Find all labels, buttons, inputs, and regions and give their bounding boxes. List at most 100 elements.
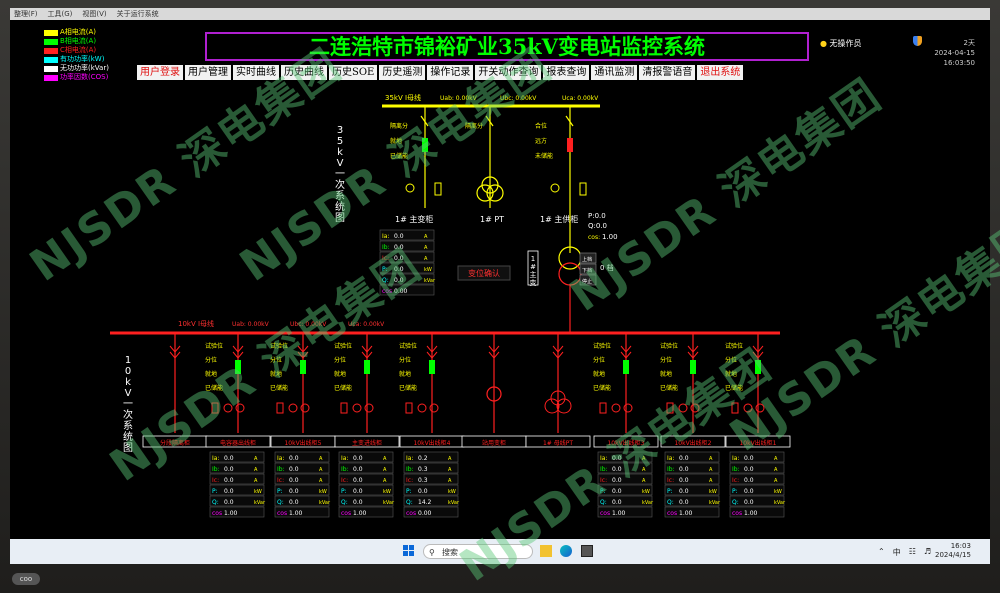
side-label-10kv: 1: [125, 355, 131, 366]
ct-icon: [623, 403, 633, 413]
nav-button-1[interactable]: 用户管理: [185, 65, 231, 80]
app-menubar: 整理(F) 工具(G) 视图(V) 关于运行系统: [10, 8, 990, 20]
meter-10kv-label: Ia:: [667, 455, 674, 462]
meter-35kv-row: [379, 229, 435, 241]
feeder-status-text: 分位: [270, 356, 282, 364]
feeder-status-text: 已储能: [399, 384, 417, 392]
meter-10kv-value: 0.0: [612, 466, 622, 473]
volume-icon[interactable]: ♬: [923, 547, 932, 556]
meter-10kv-unit: kW: [254, 489, 262, 495]
feeder-status-text: 就地: [725, 370, 737, 378]
meter-10kv-value: 0.00: [418, 510, 432, 517]
feeder-10kv-name: 主变进线柜: [352, 439, 382, 447]
meter-10kv-row: [274, 495, 330, 507]
legend-entry: 功率因数(COS): [44, 73, 109, 82]
scada-screen: 整理(F)工具(G)视图(V)关于运行系统 A相电流(A)B相电流(A)C相电流…: [10, 8, 990, 564]
feeder-status-text: 未储能: [535, 152, 553, 160]
withdrawable-contact-icon: [687, 345, 699, 359]
tap-button-label: 上档: [582, 256, 592, 263]
breaker-icon: [422, 138, 428, 152]
ground-switch-icon: [611, 403, 621, 413]
meter-10kv-value: 0.0: [612, 499, 622, 506]
nav-button-3[interactable]: 历史曲线: [281, 65, 327, 80]
meter-10kv-value: 0.0: [289, 477, 299, 484]
nav-button-4[interactable]: 历史SOE: [329, 65, 378, 80]
network-icon[interactable]: ☷: [908, 547, 916, 556]
legend-entry: 有功功率(kW): [44, 55, 109, 64]
brand-logo: coo: [12, 573, 40, 585]
meter-35kv-unit: A: [424, 256, 428, 262]
system-clock: 2天 2024-04-15 16:03:50: [934, 39, 975, 67]
nav-button-5[interactable]: 历史遥测: [379, 65, 426, 80]
file-explorer-icon[interactable]: [540, 545, 552, 557]
page-title: 二连浩特市锦裕矿业35kV变电站监控系统: [205, 32, 809, 61]
input-language[interactable]: 中: [892, 548, 901, 557]
tap-button: [579, 263, 597, 275]
taskbar-clock[interactable]: 16:03 2024/4/15: [935, 542, 971, 559]
feeder-status-text: 已储能: [205, 384, 223, 392]
meter-10kv-unit: A: [774, 456, 778, 462]
app-window-icon[interactable]: [581, 545, 593, 557]
transformer-p: P:0.0: [588, 212, 606, 220]
legend-entry: B相电流(A): [44, 37, 109, 46]
nav-button-10[interactable]: 清报警语音: [639, 65, 696, 80]
nav-button-8[interactable]: 报表查询: [543, 65, 590, 80]
meter-10kv-row: [403, 484, 459, 496]
nav-button-9[interactable]: 通讯监测: [591, 65, 638, 80]
meter-10kv-label: cos: [212, 510, 222, 517]
operator-status[interactable]: ● 无操作员: [820, 39, 862, 48]
ground-switch-icon: [678, 403, 688, 413]
nav-button-6[interactable]: 操作记录: [427, 65, 474, 80]
feeder-status-text: 已储能: [593, 384, 611, 392]
meter-35kv-value: 0.0: [394, 277, 404, 284]
meter-10kv-value: 0.0: [224, 466, 234, 473]
meter-10kv-unit: kVar: [642, 500, 654, 506]
meter-10kv-label: Q:: [732, 499, 739, 506]
meter-35kv-label: Ic:: [382, 255, 389, 262]
feeder-name-box: [660, 435, 726, 448]
feeder-status-text: 已储能: [660, 384, 678, 392]
menu-item-1[interactable]: 工具(G): [47, 10, 73, 18]
confirm-button-label: 变位确认: [468, 268, 500, 278]
meter-10kv-row: [597, 506, 653, 518]
menu-item-2[interactable]: 视图(V): [82, 10, 107, 18]
meter-10kv-value: 0.0: [612, 477, 622, 484]
meter-10kv-unit: A: [254, 456, 258, 462]
menu-item-3[interactable]: 关于运行系统: [116, 10, 159, 18]
menu-item-0[interactable]: 整理(F): [14, 10, 38, 18]
meter-10kv-label: cos: [406, 510, 416, 517]
meter-10kv-label: cos: [600, 510, 610, 517]
ct-icon: [690, 403, 700, 413]
meter-10kv-unit: A: [319, 478, 323, 484]
taskbar-search-input[interactable]: ⚲ 搜索: [423, 544, 533, 559]
edge-browser-icon[interactable]: [560, 545, 572, 557]
nav-button-7[interactable]: 开关动作查询: [475, 65, 542, 80]
chevron-up-icon[interactable]: ⌃: [878, 547, 885, 556]
legend-swatch: [44, 65, 58, 72]
transformer-name: 变: [530, 278, 537, 287]
side-label-35kv: 5: [337, 136, 343, 147]
meter-10kv-value: 0.0: [744, 488, 754, 495]
side-label-10kv: 次: [123, 408, 133, 421]
transformer-cos-label: cos:: [588, 234, 600, 241]
windows-start-icon[interactable]: [403, 545, 415, 557]
nav-button-11[interactable]: 退出系统: [697, 65, 744, 80]
side-label-35kv: 系: [335, 190, 345, 202]
tap-button: [579, 274, 597, 286]
meter-10kv-unit: A: [383, 467, 387, 473]
nav-button-0[interactable]: 用户登录: [137, 65, 183, 80]
meter-10kv-row: [729, 451, 785, 463]
nav-button-2[interactable]: 实时曲线: [233, 65, 279, 80]
meter-10kv-unit: kVar: [383, 500, 395, 506]
bus-10kv-uca: Uca: 0.00kV: [348, 321, 385, 328]
meter-10kv-row: [597, 484, 653, 496]
arrester-icon: [340, 402, 348, 414]
bus-35kv-uca: Uca: 0.00kV: [562, 95, 599, 102]
meter-10kv-row: [209, 451, 265, 463]
feeder-status-text: 试验位: [725, 342, 743, 350]
meter-10kv-unit: A: [383, 456, 387, 462]
legend-label: 无功功率(kVar): [60, 64, 109, 72]
meter-10kv-row: [274, 484, 330, 496]
side-label-35kv: 3: [337, 125, 343, 136]
legend-swatch: [44, 74, 58, 81]
